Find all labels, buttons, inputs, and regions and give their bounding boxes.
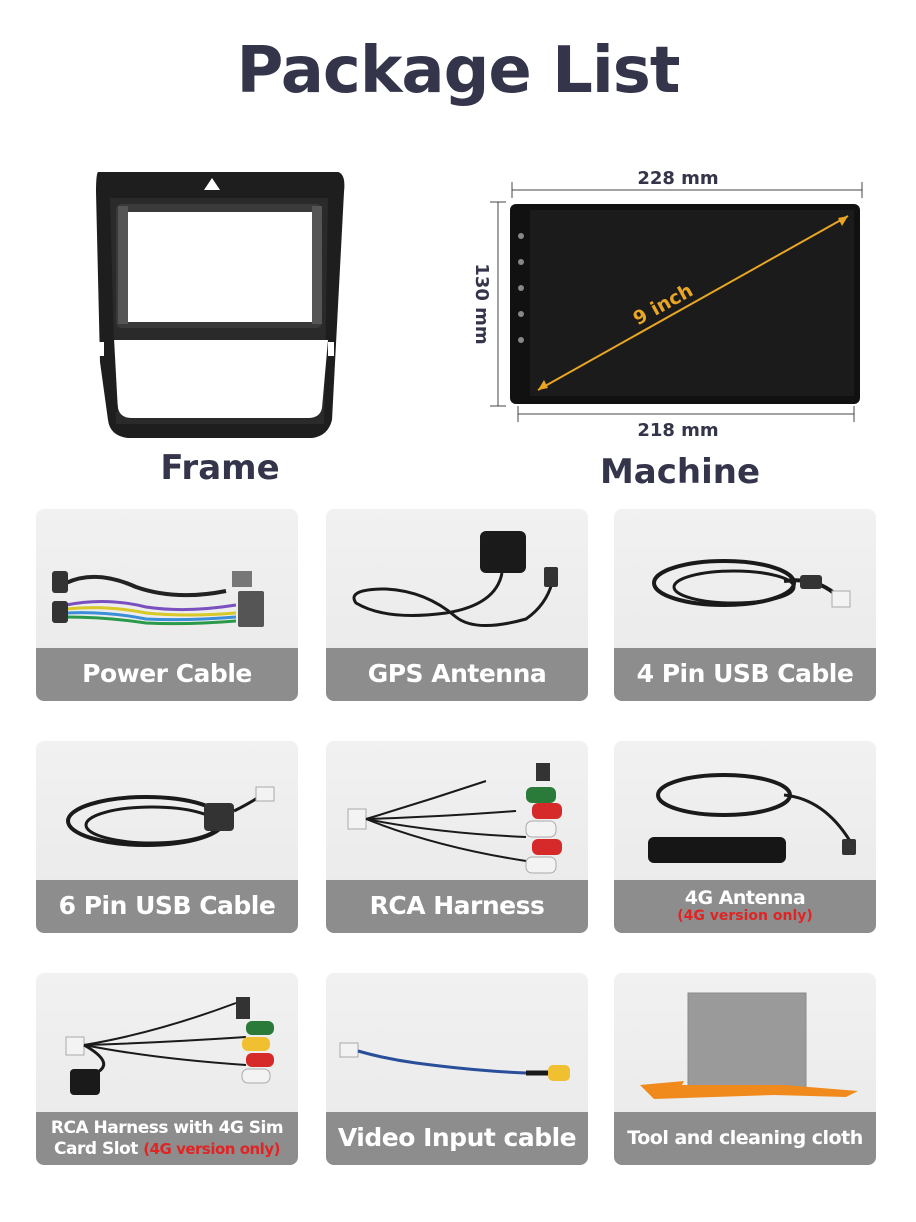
item-card-gps-antenna: GPS Antenna [326, 509, 588, 701]
item-label: GPS Antenna [367, 659, 547, 689]
frame-image [96, 172, 345, 438]
item-label-bar: 4 Pin USB Cable [614, 648, 876, 701]
item-label: Video Input cable [337, 1123, 577, 1153]
page-title: Package List [236, 34, 681, 108]
rca-harness-4g-image [65, 997, 274, 1095]
item-label: 4 Pin USB Cable [636, 659, 854, 689]
item-card-6pin-usb-cable: 6 Pin USB Cable [36, 741, 298, 933]
item-label-bar: GPS Antenna [326, 648, 588, 701]
machine-width-bottom: 218 mm [637, 420, 718, 441]
item-label: Tool and cleaning cloth [627, 1126, 863, 1149]
6pin-usb-cable-image [66, 786, 275, 847]
item-label: RCA Harness [369, 891, 545, 921]
item-label-bar: 4G Antenna (4G version only) [614, 880, 876, 933]
item-note: (4G version only) [677, 908, 813, 925]
4pin-usb-cable-image [652, 559, 851, 608]
item-label-bar: 6 Pin USB Cable [36, 880, 298, 933]
item-label-line2: Card Slot (4G version only) [54, 1139, 280, 1159]
item-card-rca-harness: RCA Harness [326, 741, 588, 933]
item-card-power-cable: Power Cable [36, 509, 298, 701]
item-note: (4G version only) [143, 1139, 280, 1158]
video-input-cable-image [339, 1042, 570, 1081]
item-label-bar: Video Input cable [326, 1112, 588, 1165]
power-cable-image [52, 571, 264, 627]
tool-cleaning-cloth-image [640, 992, 858, 1099]
item-label-bar: Power Cable [36, 648, 298, 701]
item-label-bar: RCA Harness with 4G Sim Card Slot (4G ve… [36, 1112, 298, 1165]
item-label-bar: RCA Harness [326, 880, 588, 933]
item-card-4pin-usb-cable: 4 Pin USB Cable [614, 509, 876, 701]
machine-image: 228 mm 130 mm 9 inch 218 mm [471, 168, 863, 441]
frame-label: Frame [160, 448, 280, 488]
machine-width-top: 228 mm [637, 168, 718, 189]
rca-harness-image [347, 763, 562, 874]
item-label: Power Cable [82, 659, 252, 689]
item-card-video-input-cable: Video Input cable [326, 973, 588, 1165]
4g-antenna-image [648, 773, 856, 863]
item-label-line2-text: Card Slot [54, 1138, 138, 1159]
item-label-bar: Tool and cleaning cloth [614, 1112, 876, 1165]
item-card-4g-antenna: 4G Antenna (4G version only) [614, 741, 876, 933]
machine-label: Machine [599, 452, 761, 492]
item-label: 6 Pin USB Cable [58, 891, 276, 921]
item-label: 4G Antenna [684, 886, 806, 909]
machine-height: 130 mm [471, 263, 492, 344]
item-card-rca-harness-4g: RCA Harness with 4G Sim Card Slot (4G ve… [36, 973, 298, 1165]
gps-antenna-image [352, 531, 558, 628]
item-label-line1: RCA Harness with 4G Sim [50, 1118, 284, 1139]
item-card-tool-cleaning-cloth: Tool and cleaning cloth [614, 973, 876, 1165]
